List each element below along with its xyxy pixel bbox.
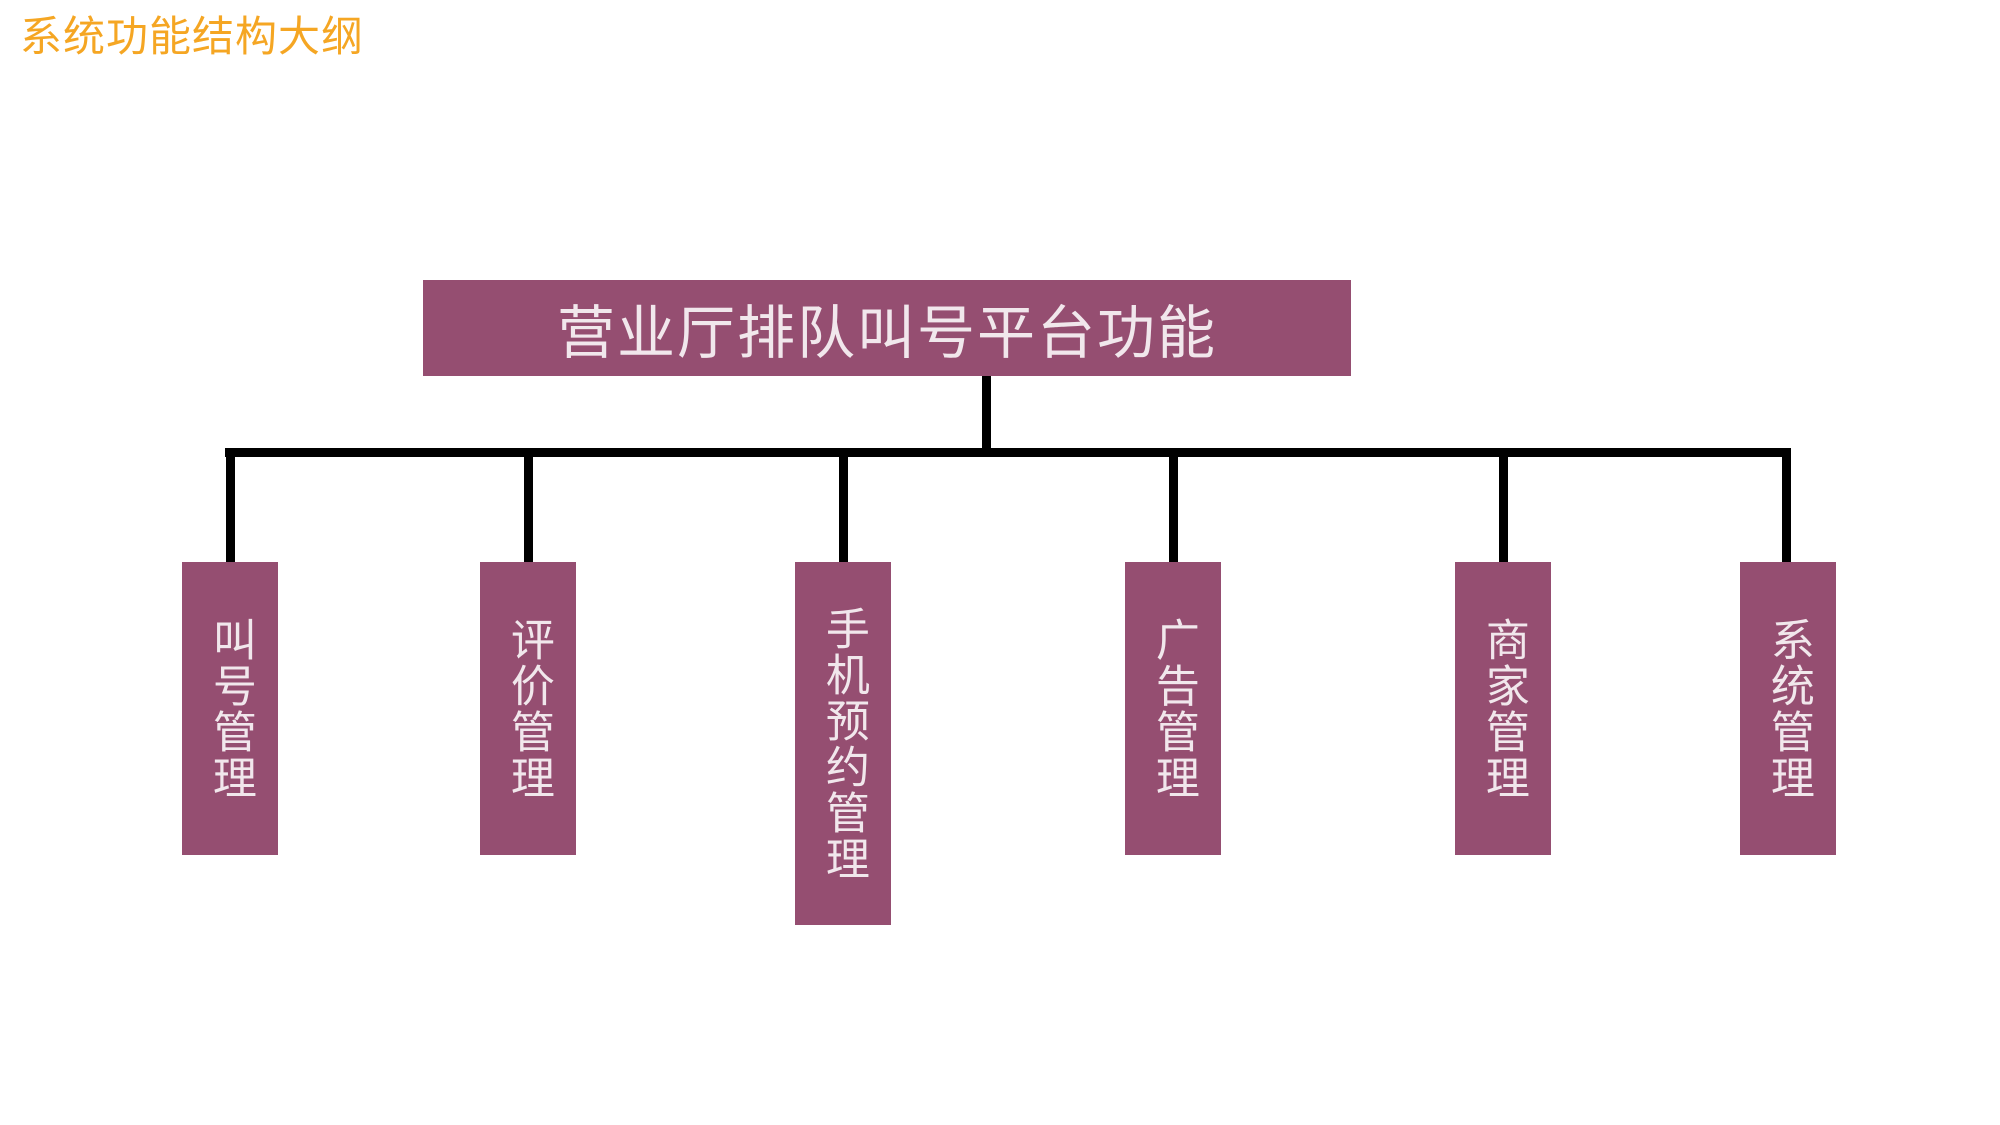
- connector-horizontal-bus: [225, 448, 1791, 457]
- page-title: 系统功能结构大纲: [20, 13, 365, 60]
- connector-drop-5: [1499, 448, 1508, 564]
- connector-drop-3: [839, 448, 848, 564]
- org-node-child-1[interactable]: 叫号管理: [182, 562, 278, 855]
- connector-drop-1: [226, 448, 235, 564]
- connector-drop-4: [1169, 448, 1178, 564]
- org-node-child-3[interactable]: 手机预约管理: [795, 562, 891, 925]
- connector-drop-2: [524, 448, 533, 564]
- connector-root-stem: [982, 375, 991, 457]
- org-node-root[interactable]: 营业厅排队叫号平台功能: [423, 280, 1351, 376]
- org-node-child-6[interactable]: 系统管理: [1740, 562, 1836, 855]
- org-node-child-4[interactable]: 广告管理: [1125, 562, 1221, 855]
- org-node-child-2[interactable]: 评价管理: [480, 562, 576, 855]
- connector-drop-6: [1782, 448, 1791, 564]
- org-node-child-5[interactable]: 商家管理: [1455, 562, 1551, 855]
